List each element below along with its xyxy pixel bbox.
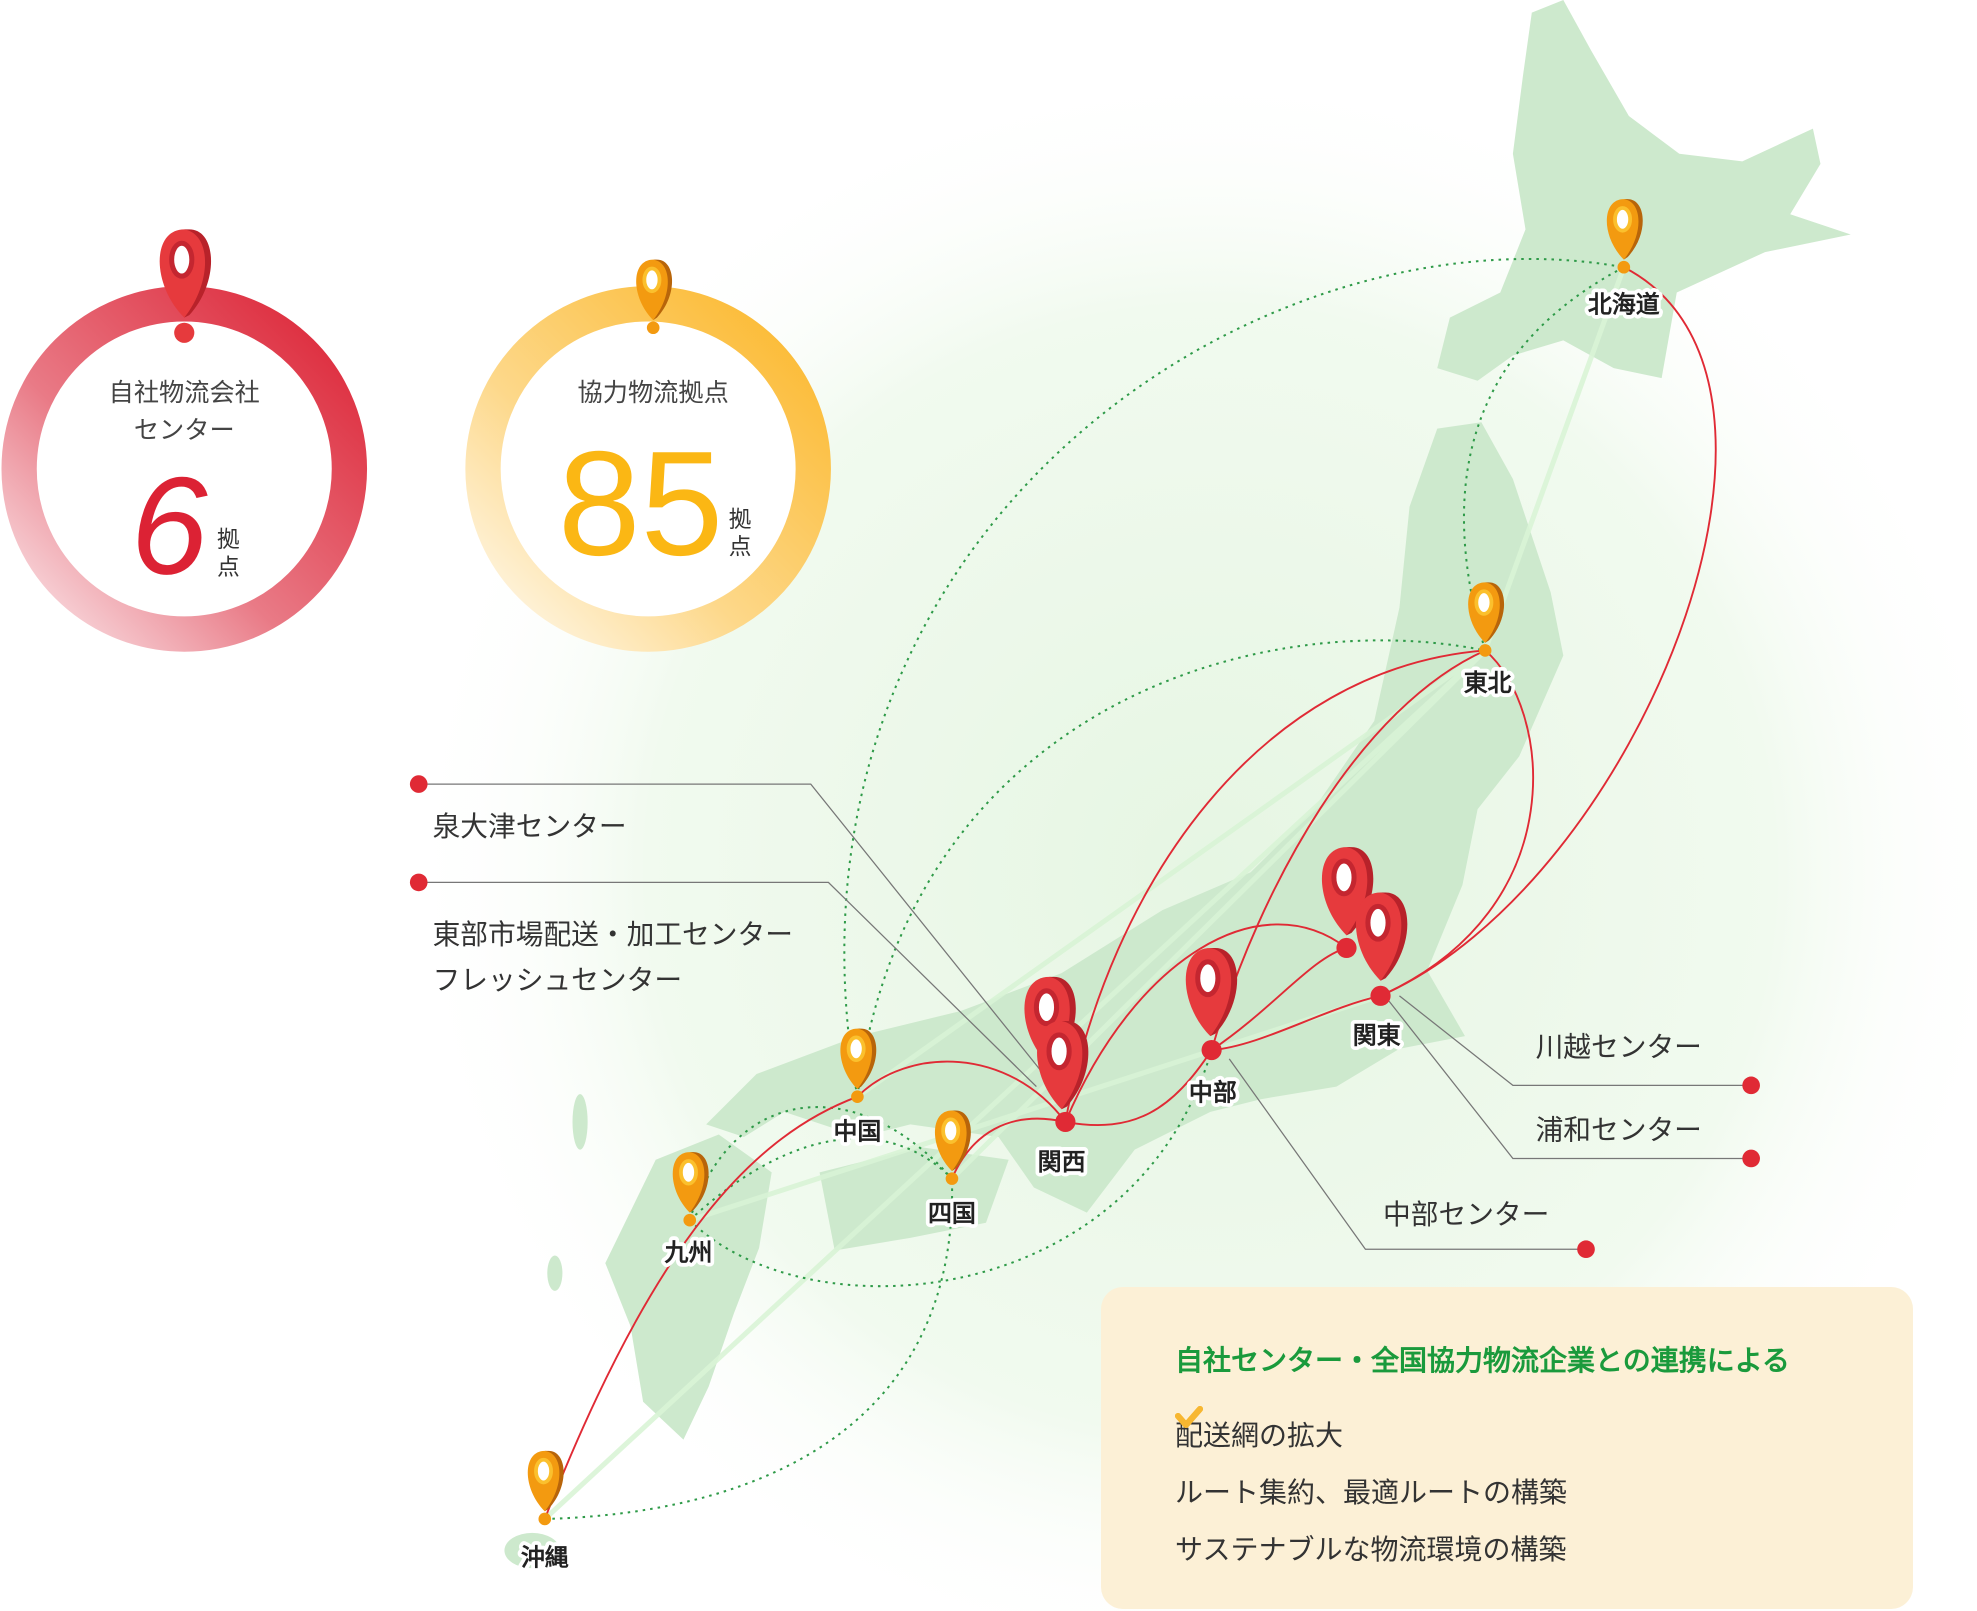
company-center-pins (1024, 847, 1407, 1132)
region-label-chugoku: 中国 (833, 1118, 881, 1146)
center-label-fresh: フレッシュセンター (433, 964, 682, 997)
stat-unit: 点 (729, 535, 752, 561)
okinawa-pin-icon (525, 1449, 566, 1528)
stat-unit: 拠 (729, 507, 752, 533)
list-item-text: 配送網の拡大 (1175, 1418, 1344, 1452)
kyushu-land (605, 1134, 772, 1440)
stat-title: 協力物流拠点 (578, 378, 729, 407)
list-item-text: サステナブルな物流環境の構築 (1175, 1532, 1567, 1566)
stat-partner-bases: 協力物流拠点 85 拠 点 (465, 257, 831, 652)
callout-dots (409, 775, 1760, 1259)
benefit-list: 配送網の拡大 ルート集約、最適ルートの構築 サステナブルな物流環境の構築 (1175, 1405, 1567, 1576)
center-label-chubu: 中部センター (1383, 1198, 1549, 1231)
stat-value: 85 (558, 420, 723, 587)
honshu-land (706, 422, 1564, 1213)
center-label-urawa: 浦和センター (1536, 1114, 1702, 1147)
stat-unit: 拠 (217, 527, 240, 553)
region-label-kansai: 関西 (1038, 1148, 1086, 1176)
list-item: 配送網の拡大 (1175, 1405, 1567, 1462)
region-label-tohoku: 東北 (1464, 669, 1512, 697)
check-icon (1175, 1406, 1203, 1428)
stat-title: センター (134, 416, 235, 445)
center-label-tobu: 東部市場配送・加工センター (433, 918, 793, 951)
list-item-text: ルート集約、最適ルートの構築 (1175, 1475, 1568, 1509)
region-label-kyushu: 九州 (664, 1239, 713, 1267)
stat-value: 6 (131, 449, 209, 604)
stat-title: 自社物流会社 (109, 378, 260, 407)
center-label-izumiotsu: 泉大津センター (433, 810, 627, 843)
list-item: サステナブルな物流環境の構築 (1175, 1406, 1567, 1576)
region-label-kanto: 関東 (1353, 1022, 1401, 1050)
list-item: ルート集約、最適ルートの構築 (1175, 1406, 1568, 1519)
stat-company-centers: 自社物流会社 センター 6 拠 点 (1, 229, 368, 652)
info-box-title: 自社センター・全国協力物流企業との連携による (1175, 1344, 1790, 1377)
info-box: 自社センター・全国協力物流企業との連携による 配送網の拡大 ルート集約、最適ルー… (1101, 1287, 1913, 1609)
japan-land (504, 0, 1851, 1569)
center-label-kawagoe: 川越センター (1536, 1030, 1702, 1063)
okinawa-land (504, 1532, 560, 1569)
hokkaido-land (1437, 0, 1851, 381)
callout-lines (418, 783, 1752, 1250)
region-label-shikoku: 四国 (928, 1199, 976, 1227)
region-label-hokkaido: 北海道 (1588, 291, 1660, 319)
region-label-okinawa: 沖縄 (521, 1544, 569, 1572)
region-label-chubu: 中部 (1189, 1078, 1237, 1106)
stat-unit: 点 (217, 555, 240, 581)
